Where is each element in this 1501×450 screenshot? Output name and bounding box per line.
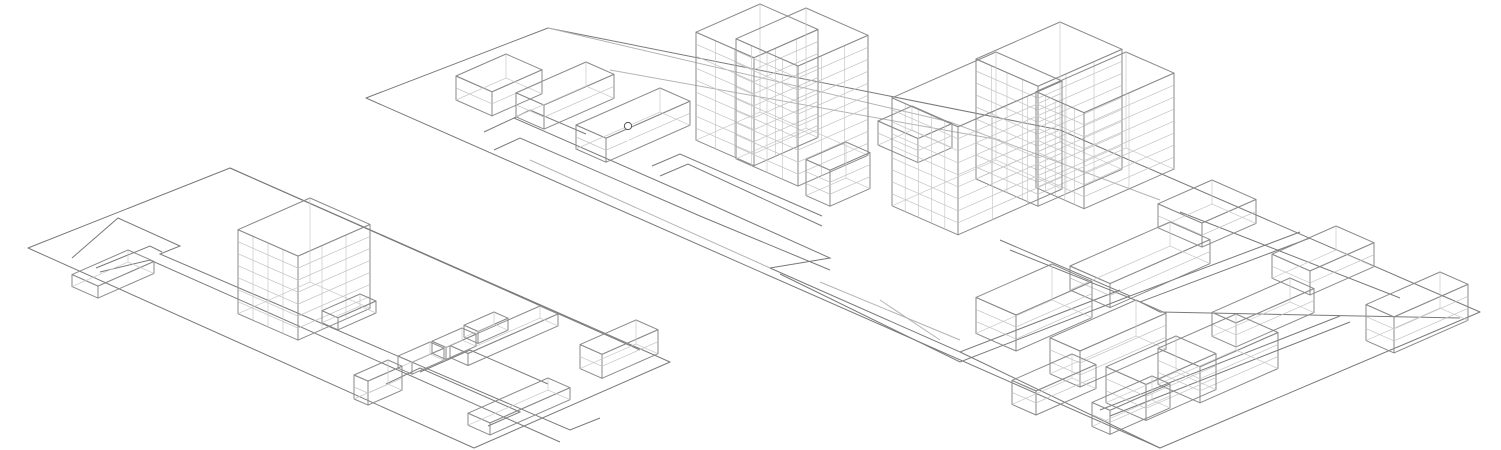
building-roof	[1365, 271, 1469, 318]
building-roof	[71, 249, 155, 287]
floor-line	[579, 341, 659, 367]
building-roof	[1271, 225, 1375, 272]
floor-line	[1049, 336, 1167, 376]
building-west-small-6	[353, 359, 403, 406]
building-central-tower-1	[695, 3, 819, 167]
building-west-small-4	[431, 327, 477, 360]
building-east-block-3	[1271, 225, 1375, 296]
floor-line	[1011, 376, 1097, 404]
building-south-east-court	[975, 263, 1093, 352]
building-south-block-3	[1105, 335, 1217, 421]
building-west-bar-1	[449, 305, 559, 366]
floor-line	[1035, 156, 1175, 198]
building-west-small-2	[321, 293, 377, 331]
floor-line	[975, 293, 1093, 328]
building-far-east-block	[1365, 271, 1469, 354]
building-east-block-1	[1157, 179, 1257, 248]
floor-line	[1035, 144, 1175, 186]
floor-line	[575, 112, 691, 151]
building-roof	[891, 51, 1063, 128]
building-roof	[515, 61, 615, 106]
building-roof	[1035, 51, 1175, 114]
building-west-small-3	[397, 341, 445, 375]
building-roof	[735, 7, 869, 67]
floor-line	[1035, 96, 1175, 138]
building-south-block-1	[1049, 299, 1167, 388]
building-west-bar-3	[467, 377, 571, 436]
west-ground-plate	[27, 167, 671, 449]
building-west-small-1	[71, 249, 155, 299]
building-roof	[877, 105, 953, 140]
building-roof	[467, 377, 571, 424]
buildings-layer	[71, 3, 1469, 436]
building-roof	[1157, 179, 1257, 224]
building-east-tower-3	[1035, 51, 1175, 210]
building-north-l-1	[455, 53, 543, 117]
building-west-tower	[237, 197, 371, 341]
floor-line	[1365, 307, 1469, 342]
building-roof	[1011, 353, 1097, 392]
building-south-block-2	[1157, 313, 1279, 404]
building-highlighted-building	[575, 87, 691, 163]
building-roof	[449, 305, 559, 354]
building-roof	[579, 319, 659, 355]
building-south-block-4	[1011, 353, 1097, 416]
building-roof	[695, 3, 819, 59]
building-roof	[1105, 335, 1217, 385]
floor-line	[1035, 84, 1175, 126]
floor-line	[1091, 395, 1171, 423]
floor-line	[1105, 365, 1217, 397]
building-central-tower-2	[735, 7, 869, 187]
floor-line	[1035, 108, 1175, 150]
building-roof	[1049, 299, 1167, 352]
building-small-court	[877, 105, 953, 164]
building-south-block-5	[1091, 375, 1171, 435]
building-roof	[575, 87, 691, 139]
building-roof	[1069, 221, 1211, 285]
building-roof	[353, 359, 403, 382]
floor-line	[1035, 132, 1175, 174]
floor-line	[1365, 295, 1469, 330]
building-roof	[455, 53, 543, 93]
building-west-small-5	[463, 311, 509, 344]
building-roof	[321, 293, 377, 319]
building-west-bar-2	[579, 319, 659, 379]
floor-line	[1157, 211, 1257, 236]
building-north-l-2	[515, 61, 615, 130]
building-roof	[805, 141, 871, 171]
building-east-tower-1	[891, 51, 1063, 236]
building-roof	[237, 197, 371, 257]
floor-line	[1157, 344, 1279, 380]
building-roof	[975, 21, 1123, 87]
floor-line	[1271, 254, 1375, 284]
location-pin-icon	[623, 121, 633, 146]
building-roof	[975, 263, 1093, 316]
building-roof	[1091, 375, 1171, 411]
building-roof	[1157, 313, 1279, 368]
floor-line	[805, 164, 871, 183]
floor-line	[515, 85, 615, 118]
floor-line	[1035, 120, 1175, 162]
building-east-block-2	[1069, 221, 1211, 309]
building-central-annex	[805, 141, 871, 207]
floor-line	[1049, 324, 1167, 364]
